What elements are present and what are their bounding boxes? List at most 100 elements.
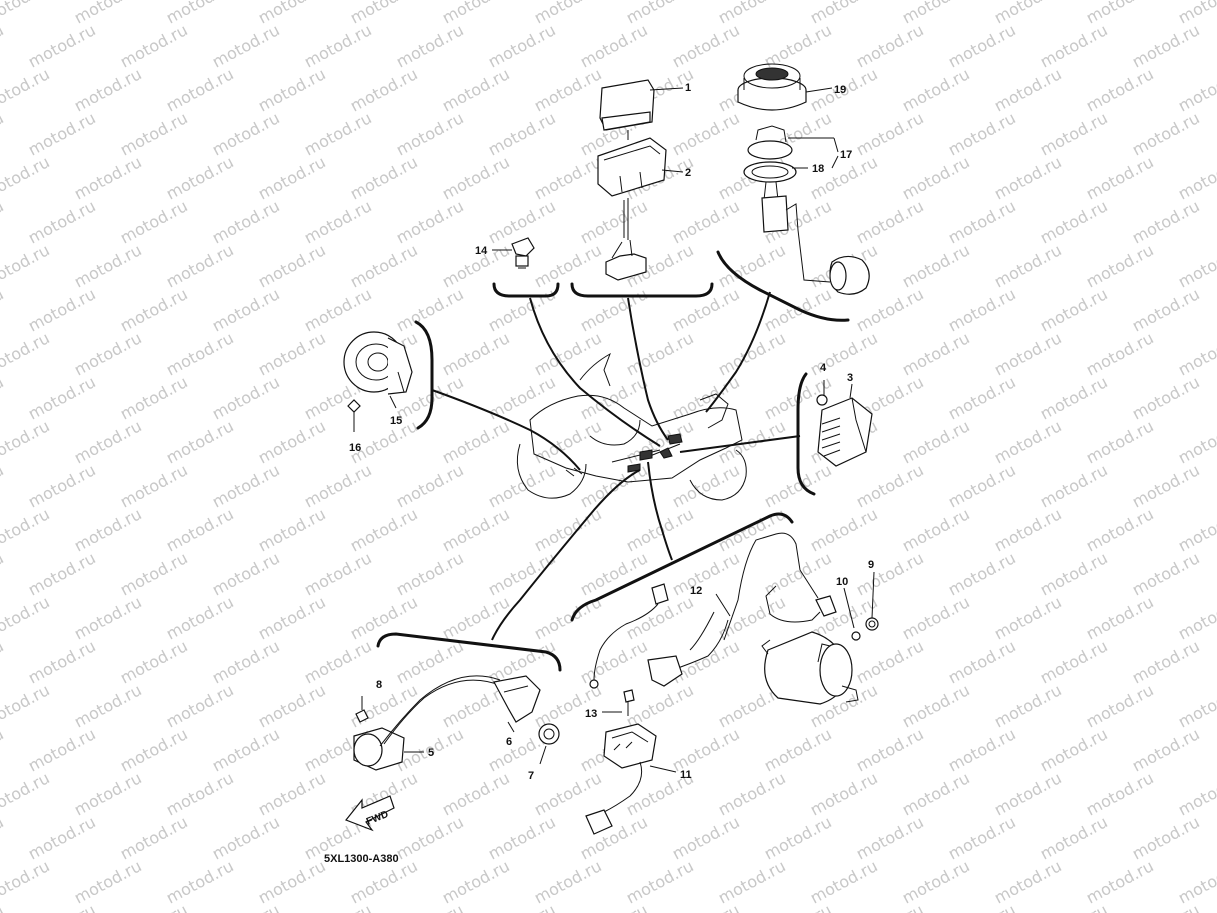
callout-6: 6 (506, 736, 512, 748)
watermark-text: motod.ru (301, 460, 375, 511)
watermark-text: motod.ru (577, 20, 651, 71)
watermark-text: motod.ru (1175, 152, 1217, 203)
watermark-text: motod.ru (71, 416, 145, 467)
watermark-text: motod.ru (991, 592, 1065, 643)
watermark-text: motod.ru (0, 856, 53, 907)
callout-7: 7 (528, 770, 534, 782)
watermark-text: motod.ru (1129, 372, 1203, 423)
watermark-text: motod.ru (531, 328, 605, 379)
watermark-text: motod.ru (1129, 548, 1203, 599)
watermark-text: motod.ru (0, 108, 7, 159)
watermark-text: motod.ru (807, 856, 881, 907)
watermark-text: motod.ru (1175, 592, 1217, 643)
watermark-text: motod.ru (0, 328, 53, 379)
watermark-text: motod.ru (347, 152, 421, 203)
watermark-text: motod.ru (945, 20, 1019, 71)
watermark-text: motod.ru (71, 64, 145, 115)
watermark-text: motod.ru (991, 680, 1065, 731)
watermark-text: motod.ru (301, 900, 375, 913)
watermark-text: motod.ru (439, 768, 513, 819)
watermark-text: motod.ru (209, 108, 283, 159)
watermark-text: motod.ru (1083, 680, 1157, 731)
watermark-text: motod.ru (1083, 768, 1157, 819)
watermark-text: motod.ru (0, 680, 53, 731)
watermark-text: motod.ru (25, 20, 99, 71)
watermark-text: motod.ru (117, 372, 191, 423)
group-bracket-left (414, 320, 434, 430)
callout-8: 8 (376, 679, 382, 691)
watermark-text: motod.ru (393, 284, 467, 335)
watermark-text: motod.ru (531, 768, 605, 819)
watermark-text: motod.ru (0, 284, 7, 335)
watermark-text: motod.ru (899, 240, 973, 291)
callout-9: 9 (868, 559, 874, 571)
callout-17: 17 (840, 149, 852, 161)
watermark-text: motod.ru (439, 152, 513, 203)
watermark-text: motod.ru (209, 548, 283, 599)
watermark-text: motod.ru (0, 724, 7, 775)
watermark-text: motod.ru (853, 284, 927, 335)
part-starter-relay (585, 689, 677, 835)
watermark-text: motod.ru (0, 64, 53, 115)
watermark-text: motod.ru (117, 108, 191, 159)
callout-18: 18 (812, 163, 824, 175)
watermark-text: motod.ru (163, 328, 237, 379)
watermark-text: motod.ru (669, 636, 743, 687)
part-starter-motor (723, 532, 879, 705)
watermark-text: motod.ru (669, 900, 743, 913)
watermark-text: motod.ru (1175, 0, 1217, 28)
part-rectifier-regulator (816, 380, 873, 467)
drawing-code: 5XL1300-A380 (324, 853, 399, 865)
watermark-text: motod.ru (945, 196, 1019, 247)
watermark-text: motod.ru (853, 460, 927, 511)
leader-lines-17-18-19 (788, 87, 839, 169)
callout-15: 15 (390, 415, 402, 427)
watermark-text: motod.ru (163, 856, 237, 907)
watermark-text: motod.ru (945, 284, 1019, 335)
watermark-text: motod.ru (623, 680, 697, 731)
part-horn (343, 331, 413, 432)
watermark-text: motod.ru (1037, 460, 1111, 511)
watermark-text: motod.ru (117, 196, 191, 247)
watermark-text: motod.ru (25, 196, 99, 247)
watermark-text: motod.ru (715, 856, 789, 907)
watermark-text: motod.ru (669, 108, 743, 159)
watermark-text: motod.ru (945, 636, 1019, 687)
watermark-text: motod.ru (899, 856, 973, 907)
watermark-text: motod.ru (255, 240, 329, 291)
watermark-text: motod.ru (485, 548, 559, 599)
watermark-text: motod.ru (1083, 64, 1157, 115)
watermark-text: motod.ru (25, 636, 99, 687)
watermark-text: motod.ru (439, 416, 513, 467)
watermark-text: motod.ru (117, 812, 191, 863)
part-sensor (492, 237, 535, 269)
watermark-text: motod.ru (991, 328, 1065, 379)
watermark-text: motod.ru (0, 0, 53, 28)
watermark-text: motod.ru (991, 152, 1065, 203)
watermark-text: motod.ru (163, 416, 237, 467)
watermark-text: motod.ru (1037, 372, 1111, 423)
watermark-text: motod.ru (117, 724, 191, 775)
watermark-text: motod.ru (1129, 460, 1203, 511)
watermark-text: motod.ru (485, 460, 559, 511)
watermark-text: motod.ru (0, 636, 7, 687)
watermark-text: motod.ru (0, 152, 53, 203)
watermark-text: motod.ru (0, 768, 53, 819)
watermark-text: motod.ru (209, 20, 283, 71)
watermark-text: motod.ru (393, 636, 467, 687)
callout-19: 19 (834, 84, 846, 96)
group-bracket-bottom-right (570, 512, 794, 622)
watermark-text: motod.ru (71, 152, 145, 203)
watermark-text: motod.ru (623, 504, 697, 555)
watermark-text: motod.ru (1037, 900, 1111, 913)
callout-4: 4 (820, 362, 827, 374)
watermark-text: motod.ru (1037, 108, 1111, 159)
watermark-text: motod.ru (163, 240, 237, 291)
watermark-text: motod.ru (25, 372, 99, 423)
watermark-text: motod.ru (853, 108, 927, 159)
part-wire-harness-lead (589, 583, 731, 689)
part-relay (599, 79, 655, 140)
watermark-text: motod.ru (71, 856, 145, 907)
